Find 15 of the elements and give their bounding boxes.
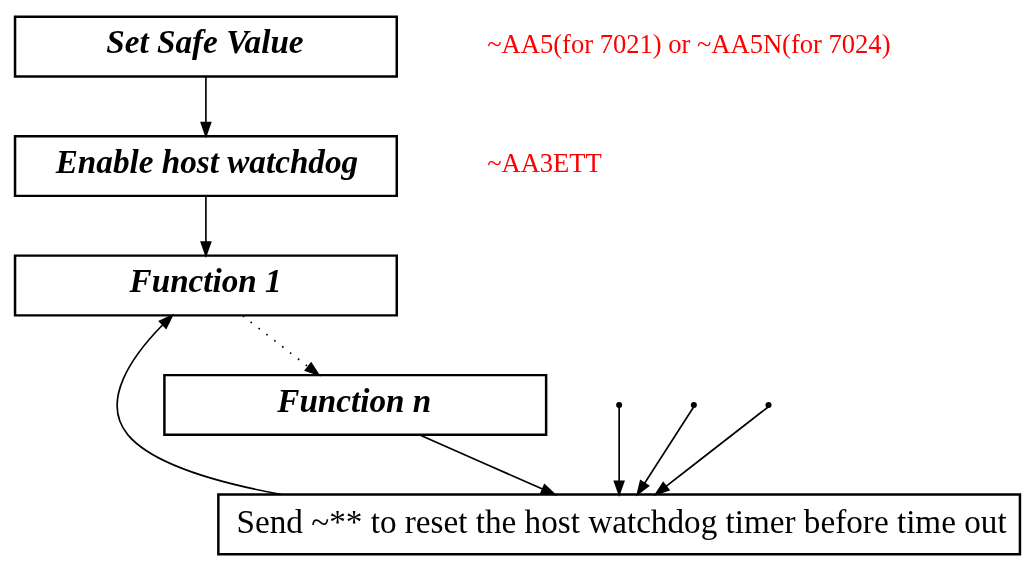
node-box: Send ~** to reset the host watchdog timer before time out (217, 493, 1022, 556)
arrow (200, 76, 212, 139)
node-box: Enable host watchdog (13, 134, 398, 198)
node-box: Function 1 (13, 254, 398, 317)
arrow (613, 406, 625, 497)
arrow (419, 434, 558, 496)
node-label: ~AA3ETT (487, 148, 602, 179)
arrow (242, 315, 321, 377)
node-box: Set Safe Value (13, 15, 398, 78)
arrow (636, 406, 695, 497)
arrow (653, 406, 769, 497)
node-label: ~AA5(for 7021) or ~AA5N(for 7024) (487, 28, 891, 59)
arrow (200, 195, 212, 258)
node-box: Function n (163, 373, 548, 437)
arrow (116, 313, 283, 496)
